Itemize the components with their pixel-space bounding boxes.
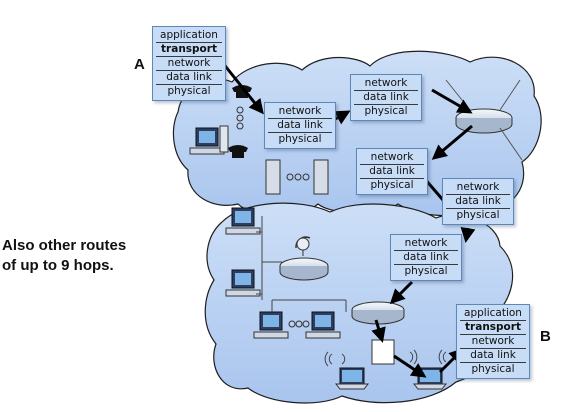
laptop-icon — [334, 367, 370, 390]
satellite-dish-icon — [295, 236, 311, 256]
layer-physical: physical — [278, 133, 322, 145]
desktop-computer-icon — [225, 269, 261, 297]
layer-network: network — [446, 181, 510, 195]
side-note-line-1: Also other routes — [2, 237, 127, 254]
lan-bus-lines — [256, 216, 347, 312]
layer-data-link: data link — [354, 91, 418, 105]
access-point-icon — [371, 339, 395, 365]
router-icon — [455, 108, 513, 134]
phone-icon — [228, 145, 248, 158]
layer-physical: physical — [370, 179, 414, 191]
layer-data-link: data link — [446, 195, 510, 209]
upper-network-cloud — [172, 50, 542, 217]
router-4-stack: network data link physical — [442, 178, 514, 225]
layer-application: application — [460, 307, 526, 321]
layer-transport: transport — [460, 321, 526, 335]
desktop-computer-icon — [305, 311, 341, 339]
router-1-stack: network data link physical — [264, 102, 336, 149]
layer-physical: physical — [167, 85, 211, 97]
desktop-computer-icon — [189, 125, 229, 155]
layer-network: network — [394, 237, 458, 251]
layer-physical: physical — [471, 363, 515, 375]
arrow-lower-router-to-ap — [371, 319, 386, 343]
arrow-a-to-router-1 — [220, 61, 264, 115]
router-icon — [351, 301, 405, 325]
layer-application: application — [156, 29, 222, 43]
host-a-label: A — [134, 56, 145, 73]
layer-physical: physical — [456, 209, 500, 221]
desktop-computer-icon — [225, 207, 261, 235]
path-arrows — [220, 61, 476, 378]
router-2-stack: network data link physical — [350, 74, 422, 121]
layer-data-link: data link — [156, 71, 222, 85]
modem-dots — [288, 320, 310, 328]
wireless-waves-icon — [324, 351, 346, 367]
arrow-ap-to-laptop — [393, 354, 427, 378]
layer-data-link: data link — [268, 119, 332, 133]
arrow-router-2-to-core — [431, 88, 473, 114]
desktop-computer-icon — [253, 311, 289, 339]
layer-physical: physical — [404, 265, 448, 277]
layer-transport: transport — [156, 43, 222, 57]
router-5-stack: network data link physical — [390, 234, 462, 281]
side-note-line-2: of up to 9 hops. — [2, 257, 114, 274]
layer-network: network — [460, 335, 526, 349]
layer-network: network — [156, 57, 222, 71]
server-rack-icon — [265, 159, 329, 195]
layer-data-link: data link — [360, 165, 424, 179]
modem-dots — [236, 106, 244, 130]
layer-network: network — [360, 151, 424, 165]
side-note: Also other routes of up to 9 hops. — [2, 236, 172, 276]
layer-data-link: data link — [460, 349, 526, 363]
host-b-stack: application transport network data link … — [456, 304, 530, 379]
layer-physical: physical — [364, 105, 408, 117]
layer-network: network — [354, 77, 418, 91]
host-a-stack: application transport network data link … — [152, 26, 226, 101]
layer-data-link: data link — [394, 251, 458, 265]
arrow-router-4-to-router-5 — [460, 226, 476, 243]
router-icon — [279, 257, 329, 281]
arrow-core-to-router-3 — [431, 124, 473, 160]
arrow-router-5-to-lower-router — [389, 280, 414, 305]
host-b-label: B — [540, 328, 551, 345]
layer-network: network — [268, 105, 332, 119]
router-3-stack: network data link physical — [356, 148, 428, 195]
